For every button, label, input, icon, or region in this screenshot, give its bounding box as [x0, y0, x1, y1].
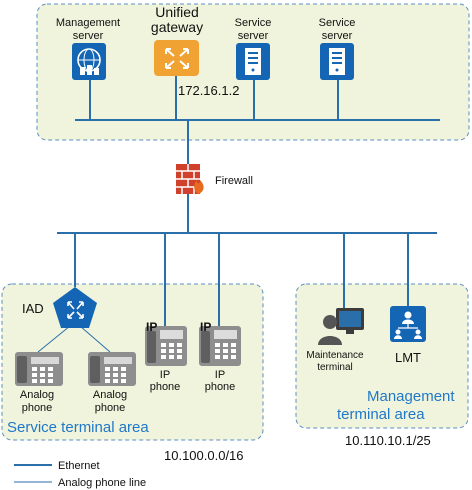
service-server-2: Service server — [319, 17, 356, 80]
analog-phone-2: Analog phone — [88, 352, 136, 414]
analog-links — [37, 325, 111, 353]
ip-phone-1-badge: IP — [146, 320, 157, 334]
iad-icon — [53, 287, 97, 328]
ip-phone-2-badge: IP — [200, 320, 211, 334]
ip-phone-icon — [199, 326, 241, 366]
service-server-2-label-2: server — [322, 30, 353, 42]
management-server-label-1: Management — [56, 17, 120, 29]
management-server-icon — [72, 43, 106, 80]
management-server-label-2: server — [73, 30, 104, 42]
management-server: Management server — [56, 17, 120, 80]
firewall-icon — [176, 164, 204, 194]
legend: Ethernet Analog phone line — [14, 460, 146, 489]
management-area-subnet: 10.110.10.1/25 — [345, 433, 431, 448]
ethernet-links — [57, 76, 440, 326]
firewall-label: Firewall — [215, 175, 253, 187]
analog-phone-icon — [15, 352, 63, 386]
analog-phone-2-label-1: Analog — [93, 389, 127, 401]
management-area-title-2: terminal area — [337, 406, 425, 423]
legend-analog-label: Analog phone line — [58, 477, 146, 489]
ip-phone-2-label-1: IP — [215, 369, 225, 381]
maintenance-terminal-label-2: terminal — [317, 362, 353, 373]
legend-ethernet-label: Ethernet — [58, 460, 100, 472]
lmt: LMT — [390, 306, 426, 365]
service-server-1: Service server — [235, 17, 272, 80]
ip-phone-2-label-2: phone — [205, 381, 236, 393]
maintenance-terminal-icon — [318, 308, 364, 345]
service-area-subnet: 10.100.0.0/16 — [164, 448, 244, 463]
service-server-1-label-1: Service — [235, 17, 272, 29]
maintenance-terminal: Maintenance terminal — [306, 308, 364, 373]
analog-phone-2-label-2: phone — [95, 402, 126, 414]
server-icon — [320, 43, 354, 80]
iad-label: IAD — [22, 301, 44, 316]
ip-phone-icon — [145, 326, 187, 366]
analog-phone-1-label-1: Analog — [20, 389, 54, 401]
management-area-title-1: Management — [367, 388, 455, 405]
analog-phone-1: Analog phone — [15, 352, 63, 414]
lmt-label: LMT — [395, 350, 421, 365]
service-server-2-label-1: Service — [319, 17, 356, 29]
server-icon — [236, 43, 270, 80]
unified-gateway: Unified gateway 172.16.1.2 — [151, 4, 240, 98]
maintenance-terminal-label-1: Maintenance — [306, 350, 364, 361]
unified-gateway-label-1: Unified — [155, 4, 199, 20]
ip-phone-1-label-2: phone — [150, 381, 181, 393]
lmt-icon — [390, 306, 426, 342]
analog-phone-icon — [88, 352, 136, 386]
service-area-title: Service terminal area — [7, 419, 149, 436]
unified-gateway-label-2: gateway — [151, 19, 203, 35]
iad: IAD — [22, 287, 97, 328]
gateway-ip: 172.16.1.2 — [178, 83, 239, 98]
service-server-1-label-2: server — [238, 30, 269, 42]
analog-phone-1-label-2: phone — [22, 402, 53, 414]
ip-phone-1-label-1: IP — [160, 369, 170, 381]
gateway-icon — [154, 40, 199, 76]
firewall: Firewall — [176, 164, 253, 194]
ip-phone-2: IP IP phone — [199, 320, 241, 393]
ip-phone-1: IP IP phone — [145, 320, 187, 393]
